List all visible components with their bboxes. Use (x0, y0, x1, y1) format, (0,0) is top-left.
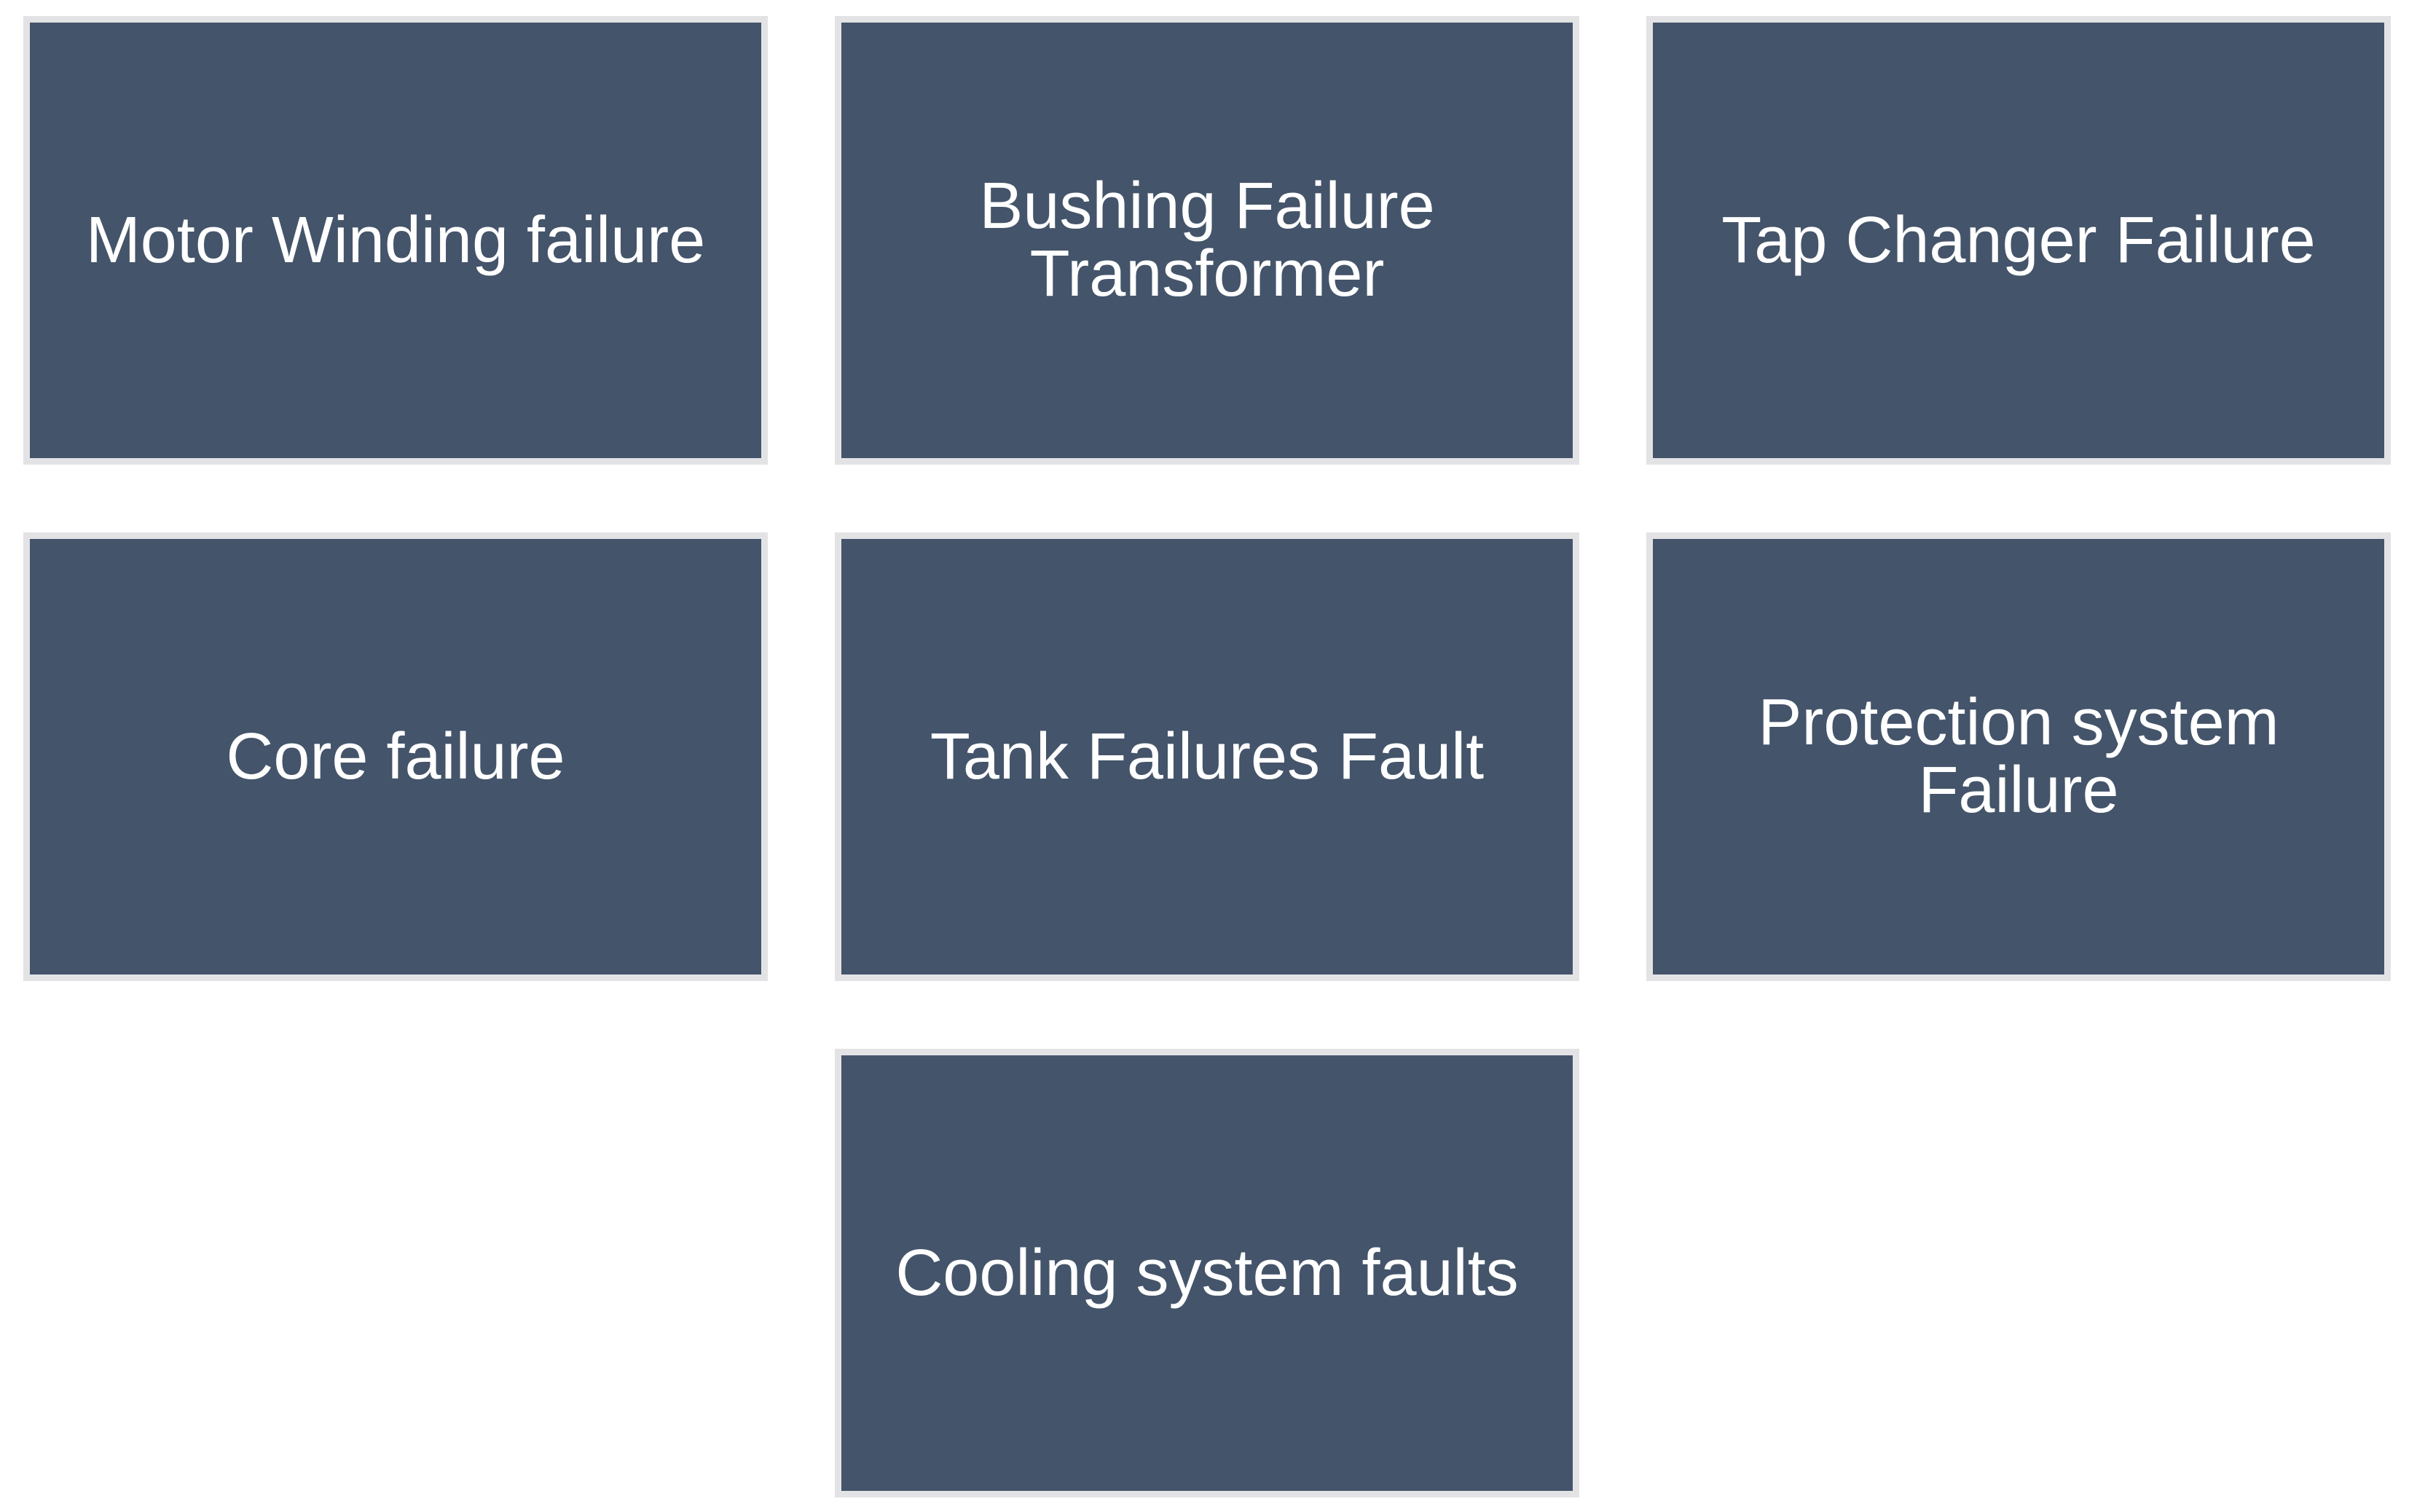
node-label: Core failure (226, 720, 565, 793)
node-label-line: Protection system (1758, 686, 2279, 760)
node-label: Bushing Failure Transformer (979, 173, 1434, 307)
node-label-line: Cooling system faults (895, 1236, 1519, 1310)
node-label-line: Motor Winding failure (85, 203, 706, 277)
node-label: Motor Winding failure (85, 203, 706, 277)
node-label-line: Bushing Failure (979, 170, 1435, 243)
node-core-failure: Core failure (23, 532, 768, 981)
node-cooling-system-faults: Cooling system faults (835, 1049, 1579, 1497)
node-label-line: Tap Changer Failure (1721, 203, 2316, 277)
node-bushing-failure-transformer: Bushing Failure Transformer (835, 16, 1579, 465)
node-label: Tap Changer Failure (1721, 203, 2316, 277)
node-label: Protection system Failure (1758, 689, 2279, 824)
node-protection-system-failure: Protection system Failure (1646, 532, 2391, 981)
node-tap-changer-failure: Tap Changer Failure (1646, 16, 2391, 465)
node-label: Tank Failures Fault (930, 720, 1485, 793)
node-label-line: Core failure (226, 720, 565, 793)
diagram-grid: Motor Winding failure Bushing Failure Tr… (23, 16, 2391, 1497)
node-tank-failures-fault: Tank Failures Fault (835, 532, 1579, 981)
node-label: Cooling system faults (895, 1236, 1519, 1310)
node-label-line: Transformer (1029, 237, 1385, 310)
node-label-line: Tank Failures Fault (930, 720, 1485, 793)
node-motor-winding-failure: Motor Winding failure (23, 16, 768, 465)
node-label-line: Failure (1918, 754, 2119, 827)
